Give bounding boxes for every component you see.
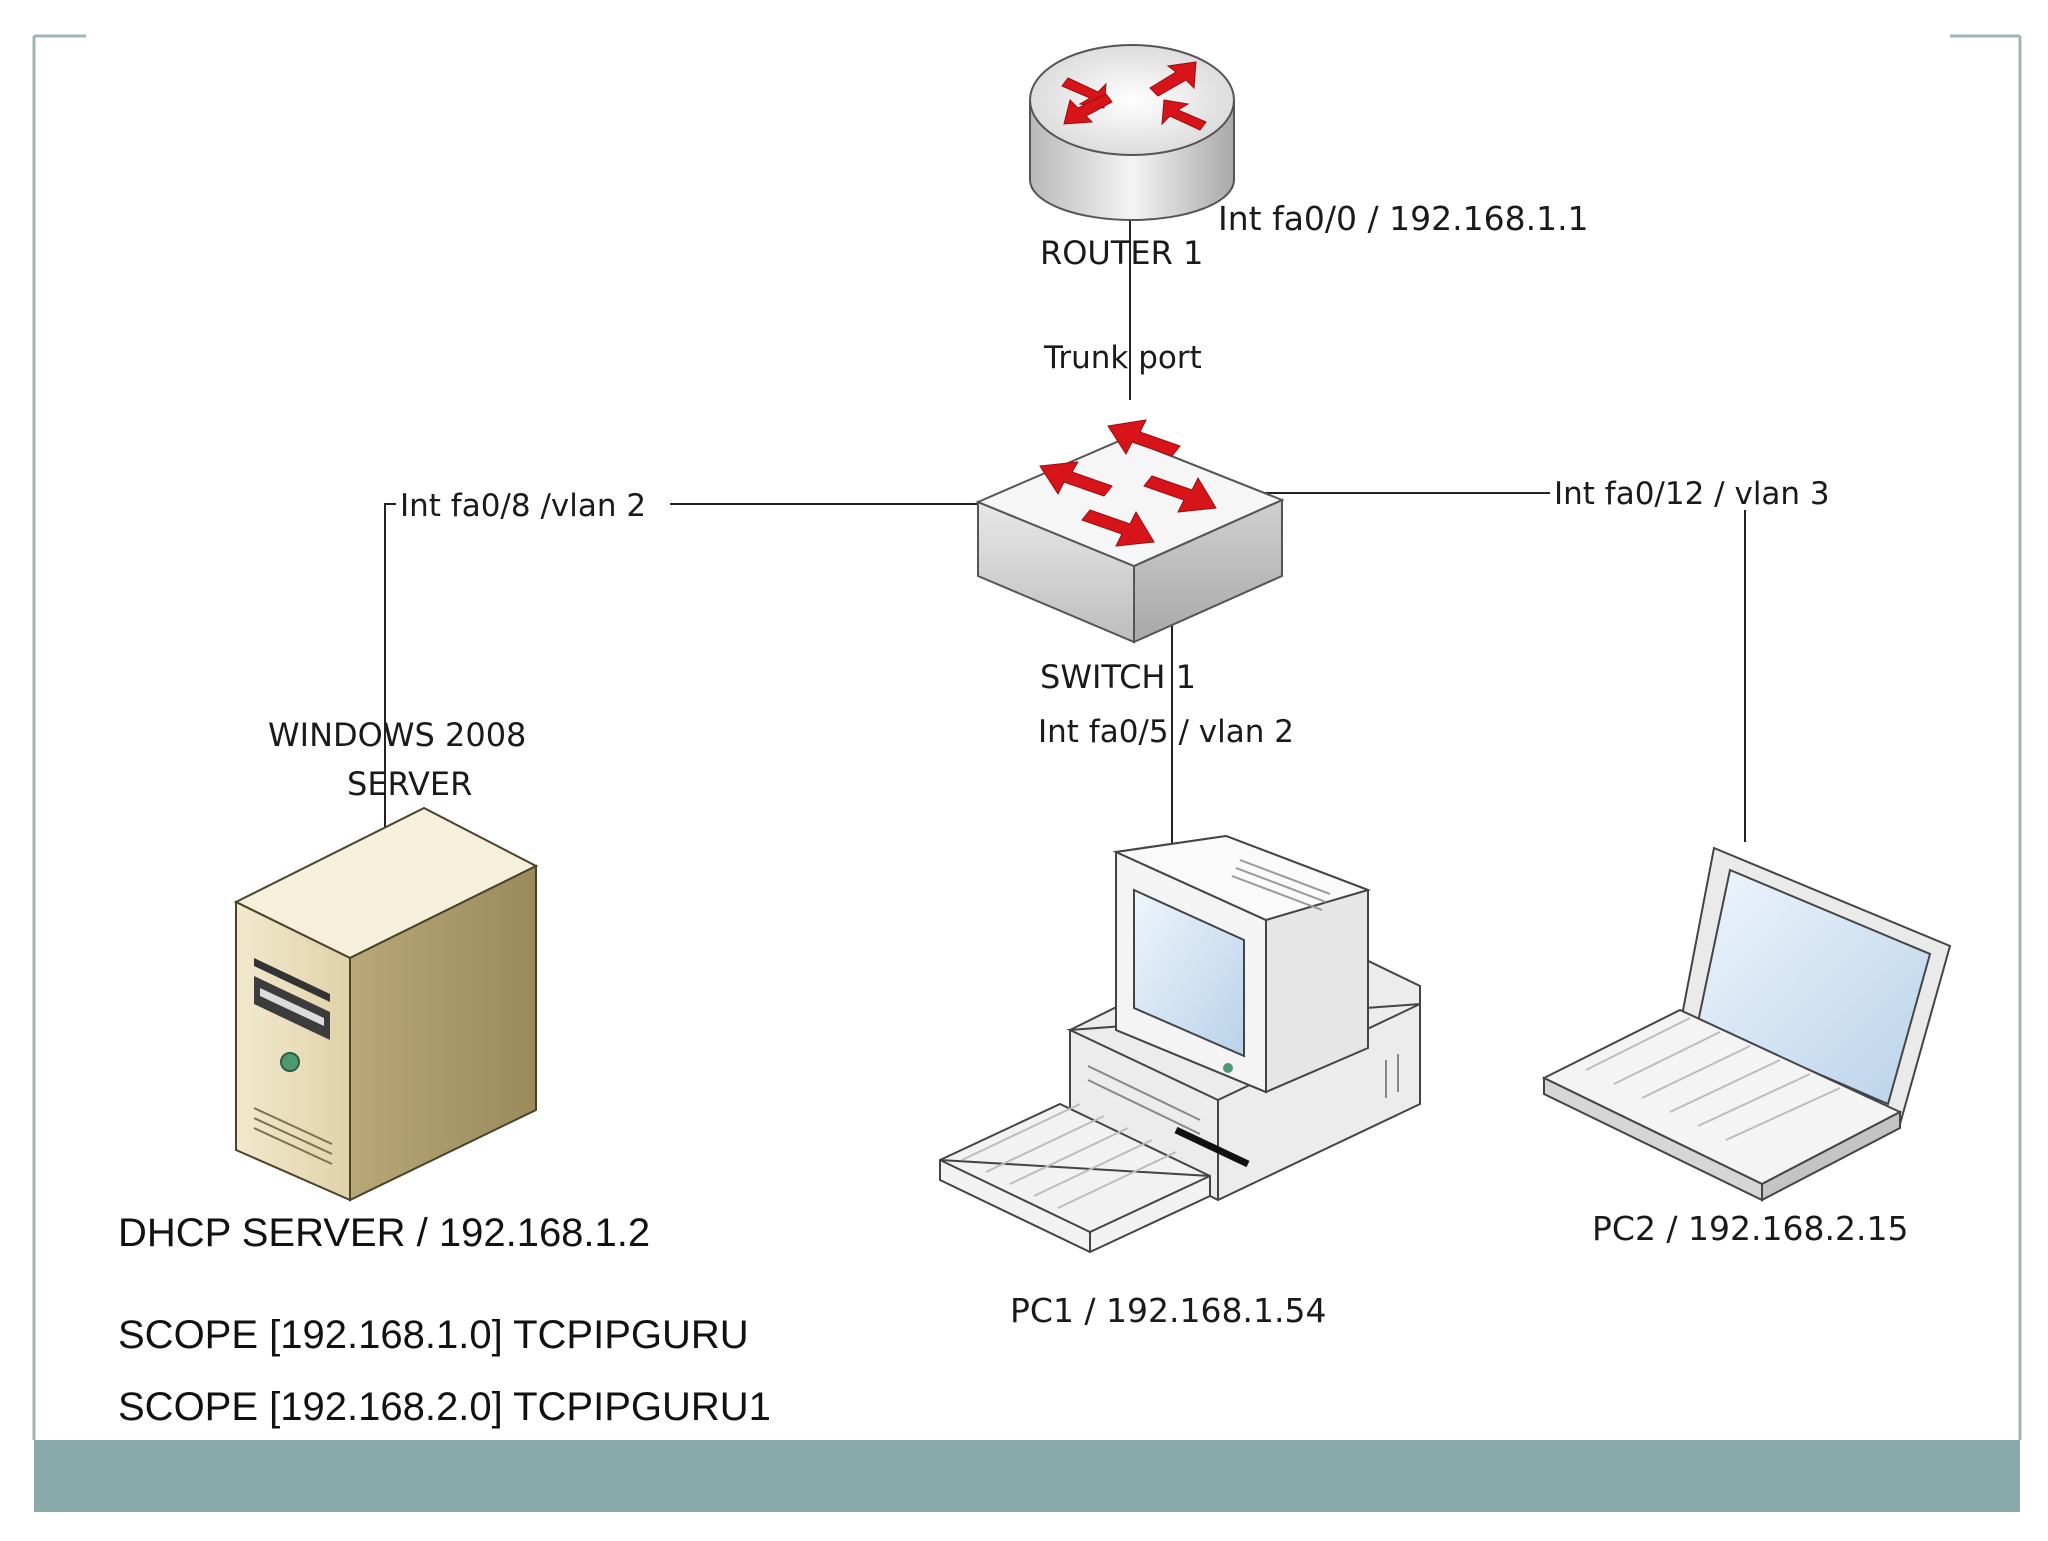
- pc1-caption: PC1 / 192.168.1.54: [1010, 1291, 1326, 1330]
- pc2-link: [1260, 492, 1746, 842]
- router-interface: Int fa0/0 / 192.168.1.1: [1218, 199, 1589, 238]
- server-name-line2: SERVER: [347, 765, 472, 803]
- slide-frame: [32, 34, 2022, 1440]
- server-icon[interactable]: [233, 806, 539, 1202]
- server-name-line1: WINDOWS 2008: [268, 716, 526, 754]
- dhcp-server-caption: DHCP SERVER / 192.168.1.2: [118, 1211, 650, 1255]
- scope-1: SCOPE [192.168.1.0] TCPIPGURU: [118, 1313, 749, 1357]
- switch-icon[interactable]: [975, 419, 1285, 644]
- pc2-port-label: Int fa0/12 / vlan 3: [1554, 476, 1830, 512]
- pc2-laptop-icon[interactable]: [1541, 846, 1952, 1202]
- pc1-port-label: Int fa0/5 / vlan 2: [1038, 714, 1294, 750]
- pc2-caption: PC2 / 192.168.2.15: [1592, 1209, 1908, 1248]
- pc1-desktop-icon[interactable]: [939, 834, 1421, 1254]
- footer-bar: [34, 1440, 2020, 1512]
- server-link: [384, 503, 1005, 830]
- switch-name: SWITCH 1: [1040, 658, 1196, 696]
- trunk-port-label: Trunk port: [1043, 340, 1202, 376]
- server-port-label: Int fa0/8 /vlan 2: [400, 488, 646, 524]
- router-name: ROUTER 1: [1040, 234, 1203, 272]
- scope-2: SCOPE [192.168.2.0] TCPIPGURU1: [118, 1385, 771, 1429]
- router-icon[interactable]: [1029, 44, 1235, 221]
